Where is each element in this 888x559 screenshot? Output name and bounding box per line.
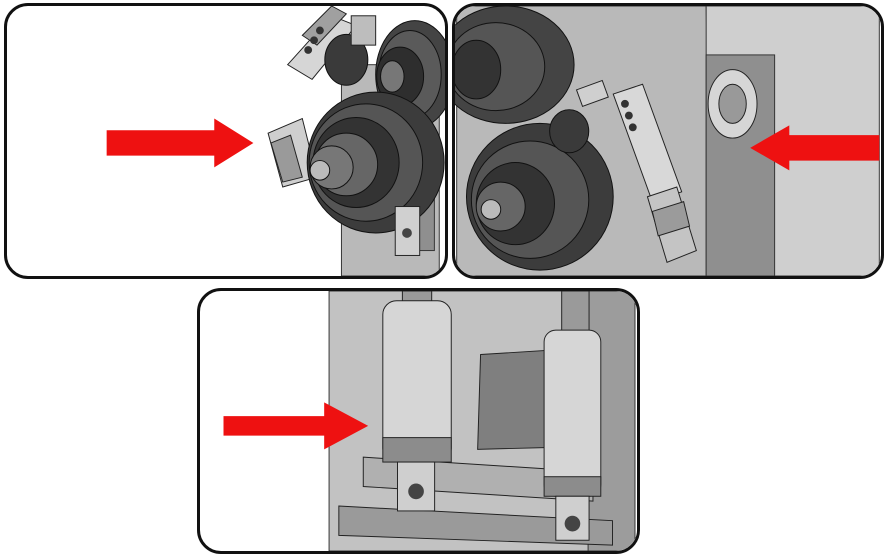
roller-assembly-drawing bbox=[106, 6, 445, 276]
red-arrow-right bbox=[223, 402, 369, 450]
hydraulic-fitting bbox=[575, 79, 697, 263]
top-knob bbox=[324, 15, 377, 86]
bearing-boss bbox=[707, 69, 758, 139]
hydraulic-fitting-drawing bbox=[455, 6, 880, 276]
red-arrow-right bbox=[106, 118, 254, 168]
sensor-bracket bbox=[267, 6, 357, 188]
cylinder-assembly-drawing bbox=[223, 291, 636, 551]
panel-top-left bbox=[4, 3, 448, 279]
base-rail bbox=[338, 505, 614, 546]
red-arrow-left bbox=[750, 125, 880, 171]
lower-roller bbox=[306, 91, 445, 234]
panel-bottom bbox=[197, 288, 640, 554]
panel-top-right bbox=[452, 3, 884, 279]
adjust-knob bbox=[549, 109, 590, 154]
right-cylinder bbox=[543, 291, 602, 541]
left-cylinder bbox=[382, 291, 452, 512]
top-roller bbox=[455, 6, 575, 124]
bottom-roller bbox=[465, 122, 614, 271]
